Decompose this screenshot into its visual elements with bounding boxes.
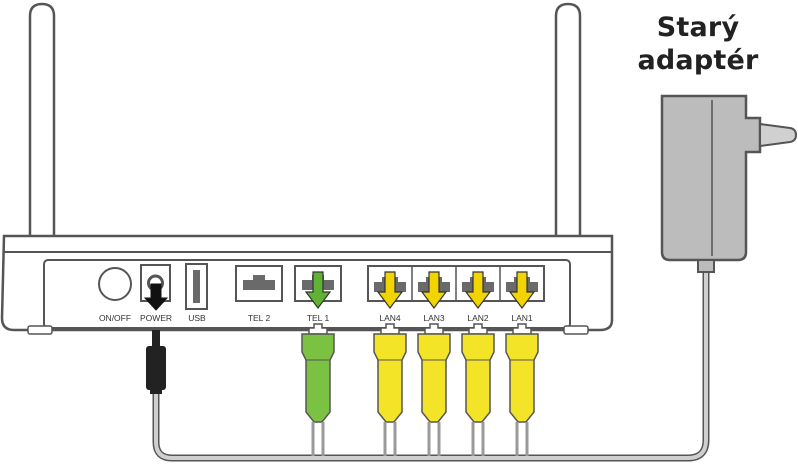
tel1-label: TEL 1	[307, 313, 330, 323]
lan1-cable	[505, 323, 539, 456]
lan2-arrow	[464, 271, 492, 309]
lan3-label: LAN3	[423, 313, 445, 323]
tel1-arrow	[304, 271, 332, 309]
lan3-cable	[417, 323, 451, 456]
adapter-caption-line2: adaptér	[637, 45, 759, 76]
power-arrow	[143, 283, 169, 311]
onoff-label: ON/OFF	[99, 313, 131, 323]
lan4-label: LAN4	[379, 313, 401, 323]
lan4-arrow	[376, 271, 404, 309]
onoff-button[interactable]	[98, 267, 132, 301]
antenna-left	[28, 2, 56, 242]
power-plug	[146, 330, 166, 394]
lan4-cable	[373, 323, 407, 456]
lan1-label: LAN1	[511, 313, 533, 323]
tel1-cable	[301, 323, 335, 456]
lan2-cable	[461, 323, 495, 456]
tel2-port	[235, 265, 283, 302]
antenna-right	[554, 2, 582, 242]
usb-label: USB	[188, 313, 206, 323]
lan2-label: LAN2	[467, 313, 489, 323]
tel2-label: TEL 2	[248, 313, 271, 323]
lan3-arrow	[420, 271, 448, 309]
adapter-caption-line1: Starý	[656, 12, 740, 43]
power-adapter	[660, 94, 798, 273]
lan1-arrow	[508, 271, 536, 309]
power-label: POWER	[140, 313, 172, 323]
